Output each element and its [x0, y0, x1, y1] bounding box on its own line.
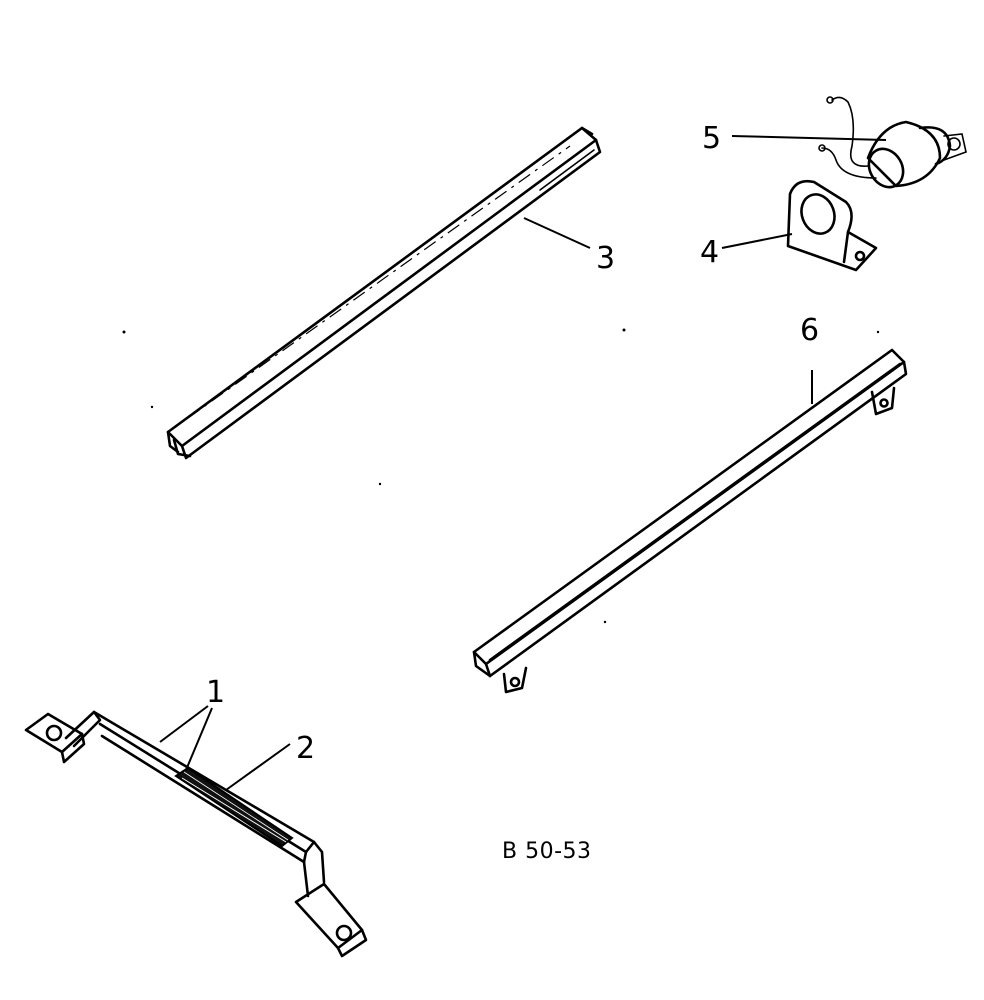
lamp-part-5: [818, 96, 967, 189]
callout-1: 1: [206, 675, 225, 710]
grip-part-2: [174, 766, 294, 848]
bracket-part-4: [786, 179, 878, 272]
callout-5: 5: [702, 121, 721, 156]
scan-specks: [122, 328, 880, 624]
callout-4: 4: [700, 235, 719, 270]
leader-lines: [159, 135, 887, 791]
callout-3: 3: [596, 241, 615, 276]
callout-6: 6: [800, 313, 819, 348]
drawing-reference: B 50-53: [502, 839, 592, 864]
callout-2: 2: [296, 731, 315, 766]
rail-part-3: [166, 126, 602, 460]
rail-part-6: [472, 348, 908, 694]
